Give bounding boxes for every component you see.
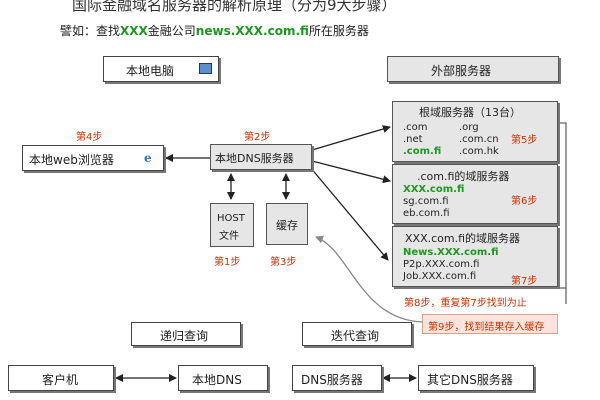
ie-icon: e	[144, 151, 152, 165]
step8-bracket	[558, 122, 567, 289]
subtitle-suffix: 所在服务器	[308, 24, 369, 38]
subtitle-domain: news.XXX.com.fi	[195, 24, 309, 38]
root-title: 根域服务器（13台）	[419, 106, 521, 119]
step9-text: 第9步，找到结果存入缓存	[428, 322, 545, 333]
other-dns-server-box: 其它DNS服务器	[418, 365, 534, 391]
step2-label: 第2步	[244, 132, 271, 143]
subtitle-middle: 金融公司	[147, 24, 196, 38]
arrow-dns-to-root	[311, 125, 391, 151]
local-pc-text: 本地电脑	[126, 64, 175, 78]
browser-text: 本地web浏览器	[29, 153, 114, 167]
other-dns-server-text: 其它DNS服务器	[427, 373, 513, 387]
local-dns-server-box: 本地DNS服务器	[210, 144, 312, 170]
local-pc-label: 本地电脑	[103, 56, 219, 82]
arrow-dns-to-fi	[311, 160, 391, 184]
host-line2: 文件	[219, 231, 239, 242]
iterative-query-label: 迭代查询	[302, 322, 412, 346]
xxx-item-job: Job.XXX.com.fi	[403, 271, 477, 282]
xxx-title: XXX.com.fi的域服务器	[405, 232, 521, 245]
comfi-item-eb: eb.com.fi	[403, 208, 450, 219]
step8-note: 第8步，重复第7步找到为止	[404, 298, 527, 309]
browser-box: 本地web浏览器 e	[22, 145, 164, 171]
dns-server-box: DNS服务器	[292, 365, 382, 391]
client-text: 客户机	[42, 373, 79, 387]
local-dns-box: 本地DNS	[178, 365, 268, 391]
root-server-box: 根域服务器（13台） .com .net .com.fi .org .com.c…	[392, 101, 558, 162]
recursive-query-text: 递归查询	[160, 329, 209, 343]
host-file-box: HOST 文件	[210, 203, 254, 247]
comfi-item-xxx: XXX.com.fi	[403, 184, 465, 195]
xxx-server-box: XXX.com.fi的域服务器 News.XXX.com.fi P2p.XXX.…	[392, 226, 558, 287]
external-server-text: 外部服务器	[431, 64, 492, 78]
root-tld-comhk: .com.hk	[459, 146, 499, 157]
root-tld-comcn: .com.cn	[459, 134, 499, 145]
dns-server-text: DNS服务器	[301, 373, 363, 387]
diagram-title: 国际金融域名服务器的解析原理（分为9大步骤）	[72, 0, 397, 14]
cache-text: 缓存	[276, 219, 298, 232]
client-box: 客户机	[8, 365, 114, 391]
xxx-item-p2p: P2p.XXX.com.fi	[403, 259, 480, 270]
host-line1: HOST	[217, 213, 245, 224]
step5-label: 第5步	[511, 135, 538, 146]
comfi-server-box: .com.fi的域服务器 XXX.com.fi sg.com.fi eb.com…	[392, 164, 558, 224]
recursive-query-label: 递归查询	[131, 322, 241, 346]
arrow-dns-to-xxx	[309, 166, 389, 261]
external-server-label: 外部服务器	[387, 56, 559, 82]
root-tld-org: .org	[459, 122, 479, 133]
cache-box: 缓存	[266, 203, 308, 245]
step7-label: 第7步	[511, 276, 538, 287]
comfi-item-sg: sg.com.fi	[403, 196, 449, 207]
root-tld-com: .com	[403, 122, 428, 133]
comfi-title: .com.fi的域服务器	[417, 170, 510, 183]
subtitle-xxx: XXX	[120, 24, 148, 38]
subtitle-prefix: 譬如：查找	[60, 24, 121, 38]
root-tld-net: .net	[403, 134, 423, 145]
local-dns-server-text: 本地DNS服务器	[215, 152, 294, 165]
arrow-step9-to-cache	[315, 235, 424, 323]
xxx-item-news: News.XXX.com.fi	[403, 247, 499, 258]
local-dns-text: 本地DNS	[192, 373, 242, 387]
subtitle: 譬如：查找XXX金融公司news.XXX.com.fi所在服务器	[60, 22, 369, 39]
step1-label: 第1步	[214, 257, 241, 268]
computer-icon	[199, 63, 212, 74]
iterative-query-text: 迭代查询	[331, 329, 380, 343]
root-tld-comfi: .com.fi	[403, 146, 442, 157]
step9-note: 第9步，找到结果存入缓存	[422, 314, 558, 334]
step4-label: 第4步	[76, 132, 103, 143]
step3-label: 第3步	[270, 257, 297, 268]
step6-label: 第6步	[511, 196, 538, 207]
